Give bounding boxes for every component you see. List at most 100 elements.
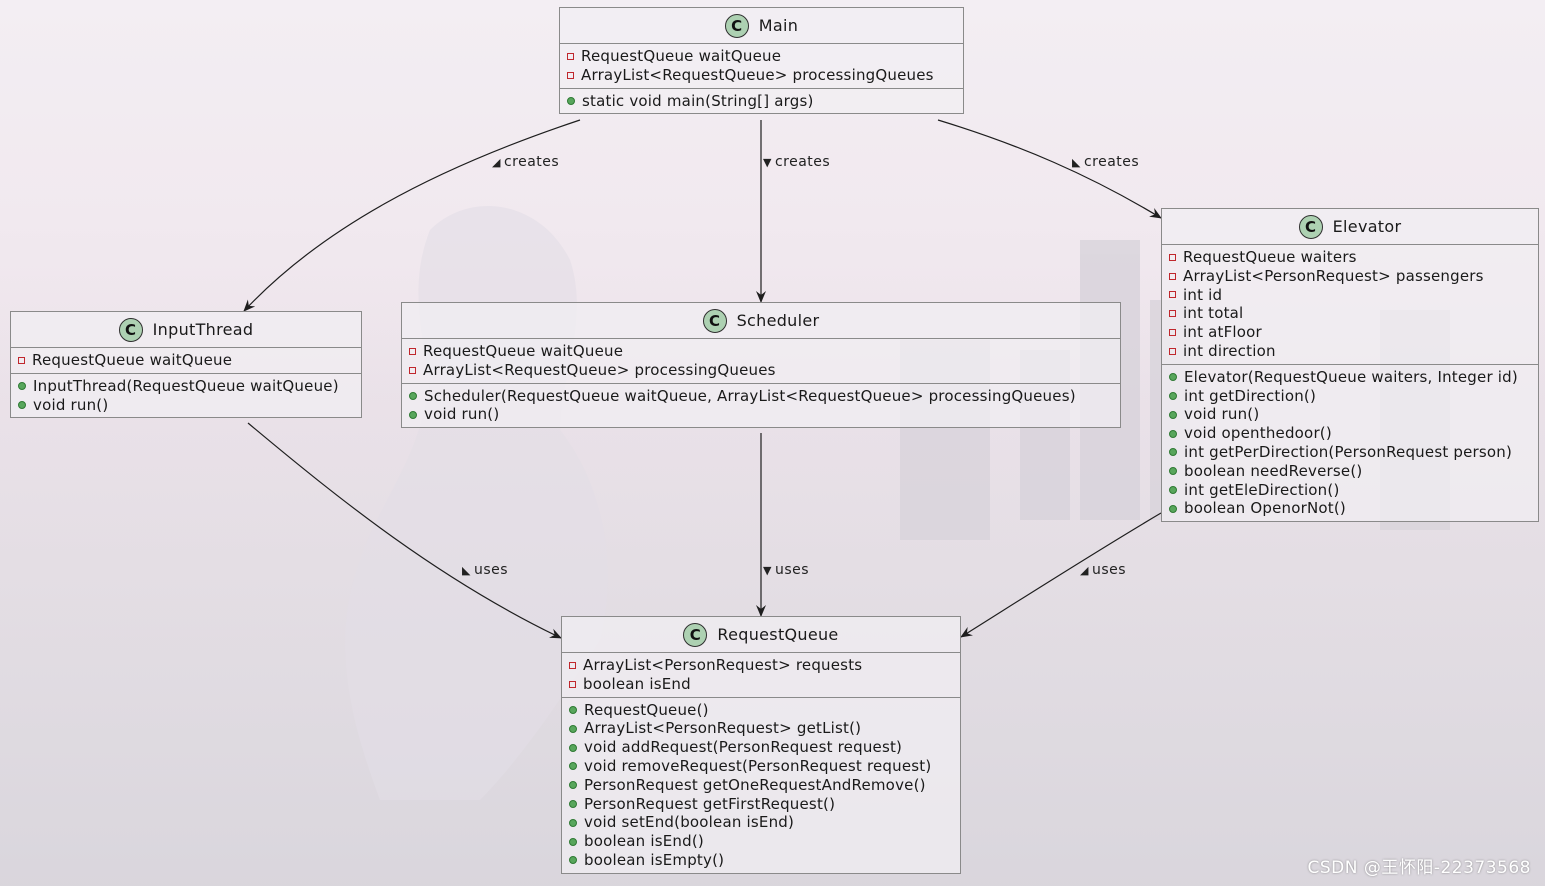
method-row: void addRequest(PersonRequest request) (569, 738, 960, 757)
method-text: boolean isEnd() (584, 832, 704, 851)
edge-inputthread-to-requestqueue (247, 422, 562, 639)
private-field-icon (1169, 347, 1176, 355)
public-method-icon (569, 743, 577, 752)
method-row: Elevator(RequestQueue waiters, Integer i… (1169, 368, 1538, 387)
method-text: void removeRequest(PersonRequest request… (584, 756, 932, 775)
method-text: Elevator(RequestQueue waiters, Integer i… (1184, 367, 1518, 386)
edge-label-main-elevator: ◣creates (1072, 154, 1140, 170)
method-text: int getDirection() (1184, 386, 1317, 405)
field-row: int direction (1169, 342, 1538, 361)
field-text: int id (1183, 285, 1223, 304)
private-field-icon (18, 356, 25, 364)
field-row: int id (1169, 286, 1538, 305)
method-text: void run() (424, 405, 500, 424)
class-icon: C (1298, 214, 1323, 239)
method-text: void openthedoor() (1184, 424, 1332, 443)
private-field-icon (1169, 310, 1176, 318)
field-text: int atFloor (1183, 323, 1262, 342)
public-method-icon (569, 705, 577, 714)
private-field-icon (567, 71, 574, 79)
method-text: static void main(String[] args) (582, 91, 814, 110)
class-icon: C (683, 622, 708, 647)
fields-section: RequestQueue waitQueue (11, 348, 361, 373)
methods-section: InputThread(RequestQueue waitQueue)void … (11, 372, 361, 418)
field-text: RequestQueue waitQueue (32, 351, 233, 369)
public-method-icon (569, 762, 577, 771)
private-field-icon (569, 680, 576, 688)
method-text: boolean OpenorNot() (1184, 499, 1346, 518)
method-row: void run() (409, 405, 1120, 424)
edge-label-inputthread-requestqueue: ◣uses (462, 562, 509, 578)
method-row: void run() (1169, 405, 1538, 424)
method-text: void run() (33, 395, 109, 414)
public-method-icon (569, 837, 577, 846)
class-name: Elevator (1332, 217, 1402, 236)
method-row: boolean needReverse() (1169, 462, 1538, 481)
class-name: Main (758, 16, 799, 35)
method-text: boolean isEmpty() (584, 850, 725, 869)
private-field-icon (567, 52, 574, 60)
method-row: int getDirection() (1169, 387, 1538, 406)
public-method-icon (569, 781, 577, 790)
private-field-icon (409, 366, 416, 374)
method-text: void setEnd(boolean isEnd) (584, 813, 795, 832)
field-text: ArrayList<PersonRequest> requests (583, 656, 863, 674)
edge-label-elevator-requestqueue: ◢uses (1080, 562, 1127, 578)
method-text: InputThread(RequestQueue waitQueue) (33, 376, 339, 395)
edge-label-main-inputthread: ◢creates (492, 154, 560, 170)
private-field-icon (1169, 329, 1176, 337)
watermark: CSDN @王怀阳-22373568 (1307, 858, 1531, 878)
field-text: RequestQueue waitQueue (423, 342, 624, 360)
public-method-icon (1169, 448, 1177, 457)
public-method-icon (569, 799, 577, 808)
method-text: boolean needReverse() (1184, 461, 1363, 480)
class-requestqueue[interactable]: C RequestQueue ArrayList<PersonRequest> r… (561, 616, 961, 874)
private-field-icon (409, 347, 416, 355)
public-method-icon (18, 400, 26, 409)
public-method-icon (569, 818, 577, 827)
class-name: RequestQueue (717, 625, 839, 644)
public-method-icon (1169, 504, 1177, 513)
class-header: C RequestQueue (562, 617, 960, 653)
field-row: RequestQueue waitQueue (18, 351, 361, 370)
method-row: boolean isEmpty() (569, 851, 960, 870)
method-row: void removeRequest(PersonRequest request… (569, 757, 960, 776)
method-text: RequestQueue() (584, 700, 709, 719)
field-row: ArrayList<PersonRequest> requests (569, 656, 960, 675)
field-row: int atFloor (1169, 323, 1538, 342)
private-field-icon (1169, 272, 1176, 280)
method-row: void run() (18, 396, 361, 415)
methods-section: Elevator(RequestQueue waiters, Integer i… (1162, 363, 1538, 521)
field-row: boolean isEnd (569, 675, 960, 694)
method-row: int getPerDirection(PersonRequest person… (1169, 443, 1538, 462)
methods-section: Scheduler(RequestQueue waitQueue, ArrayL… (402, 382, 1120, 428)
methods-section: RequestQueue()ArrayList<PersonRequest> g… (562, 696, 960, 873)
field-row: int total (1169, 304, 1538, 323)
method-text: int getPerDirection(PersonRequest person… (1184, 442, 1513, 461)
method-row: PersonRequest getFirstRequest() (569, 795, 960, 814)
field-text: boolean isEnd (583, 674, 691, 693)
public-method-icon (1169, 485, 1177, 494)
edge-main-to-elevator (937, 119, 1162, 219)
class-icon: C (702, 308, 727, 333)
edge-main-to-inputthread (243, 119, 581, 312)
methods-section: static void main(String[] args) (560, 87, 963, 114)
public-method-icon (1169, 391, 1177, 400)
field-text: ArrayList<RequestQueue> processingQueues (423, 360, 776, 379)
field-row: ArrayList<PersonRequest> passengers (1169, 267, 1538, 286)
method-row: int getEleDirection() (1169, 481, 1538, 500)
public-method-icon (409, 410, 417, 419)
public-method-icon (1169, 373, 1177, 382)
method-text: void run() (1184, 405, 1260, 424)
